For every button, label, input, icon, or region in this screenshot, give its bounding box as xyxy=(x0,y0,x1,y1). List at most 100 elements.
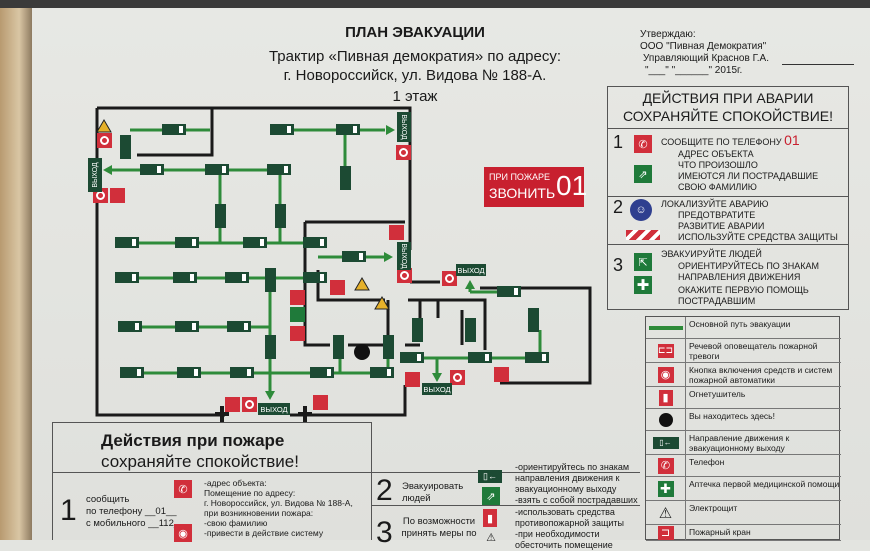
exit-direction-sign-door xyxy=(157,166,161,173)
legend-label: Кнопка включения средств и систем пожарн… xyxy=(689,365,833,385)
divider xyxy=(52,472,640,473)
exit-direction-sign-vertical xyxy=(275,204,286,228)
wall xyxy=(408,298,487,350)
exit-label-center: ВЫХОД xyxy=(456,264,486,276)
exit-label-top-right: ВЫХОД xyxy=(397,112,411,142)
wall xyxy=(290,385,407,417)
exit-direction-sign xyxy=(342,251,366,262)
extinguisher-icon xyxy=(389,225,404,240)
exit-direction-sign-door xyxy=(320,239,324,246)
plan-subtitle-venue: Трактир «Пивная демократия» по адресу: xyxy=(268,48,561,65)
fire-actions-title: Действия при пожаре xyxy=(101,431,285,450)
extinguisher-icon: ▮ xyxy=(646,387,686,408)
exit-direction-sign-door xyxy=(417,354,421,361)
legend-label: Вы находитесь здесь! xyxy=(689,411,775,421)
exit-direction-sign-vertical xyxy=(265,335,276,359)
you-are-here-marker xyxy=(354,344,370,360)
you-are-here-icon xyxy=(646,409,686,430)
exit-direction-sign xyxy=(227,321,251,332)
fire-button-icon-ring xyxy=(400,271,409,280)
exit-direction-sign-vertical xyxy=(265,268,276,292)
fire-button-icon xyxy=(242,397,257,412)
emergency-exit-icon: ⇱ xyxy=(634,253,652,271)
exit-direction-sign xyxy=(162,124,186,135)
approval-label: Утверждаю: xyxy=(640,29,696,40)
fire-step3-detail: -при необходимости xyxy=(515,529,600,539)
fire-button-icon-ring xyxy=(445,274,454,283)
exit-direction-sign-door xyxy=(132,274,136,281)
svg-text:ВЫХОД: ВЫХОД xyxy=(400,243,407,269)
wall xyxy=(97,106,412,250)
step2-item: ПРЕДОТВРАТИТЕ РАЗВИТИЕ АВАРИИ xyxy=(678,210,765,231)
respirator-icon: ☺ xyxy=(630,199,652,221)
exit-direction-sign-vertical xyxy=(333,335,344,359)
exit-direction-sign-door xyxy=(542,354,546,361)
exit-direction-sign-door xyxy=(353,126,357,133)
fire-step3-detail: обесточить помещение xyxy=(515,540,613,550)
approval-company: ООО "Пивная Демократия" xyxy=(640,41,767,52)
fire-step1-detail: при возникновении пожара: xyxy=(204,508,314,518)
legend-row-fire-alarm-speaker: ⊏⊐Речевой оповещатель пожарной тревоги xyxy=(646,339,841,363)
exit-direction-sign-door xyxy=(485,354,489,361)
door-marker xyxy=(215,406,229,422)
emergency-phone: 01 xyxy=(784,132,800,148)
exit-direction-sign-door xyxy=(387,369,391,376)
exit-direction-icon: ▯← xyxy=(646,431,686,454)
fire-button-icon xyxy=(442,271,457,286)
electrical-panel-icon: ⚠ xyxy=(486,531,496,544)
exit-direction-sign-door xyxy=(179,126,183,133)
fire-actions-subtitle: сохраняйте спокойствие! xyxy=(101,452,299,471)
exit-direction-sign xyxy=(175,321,199,332)
svg-text:ВЫХОД: ВЫХОД xyxy=(423,385,450,394)
path-arrow xyxy=(265,391,275,400)
phone-icon: ✆ xyxy=(174,480,192,498)
path-arrow xyxy=(432,373,442,382)
fire-call-sign: ПРИ ПОЖАРЕ ЗВОНИТЬ 01 xyxy=(484,167,587,207)
exit-direction-sign xyxy=(118,321,142,332)
path-arrow xyxy=(465,280,475,289)
exit-direction-sign-door xyxy=(190,274,194,281)
electrical-panel-icon: ⚠ xyxy=(646,501,686,524)
exit-direction-sign xyxy=(115,272,139,283)
fire-sign-line1: ПРИ ПОЖАРЕ xyxy=(489,172,551,182)
extinguisher-icon: ▮ xyxy=(483,509,497,527)
fire-step1-detail: -привести в действие систему xyxy=(204,528,324,538)
exit-direction-sign xyxy=(400,352,424,363)
fire-step-number: 2 xyxy=(376,474,393,507)
fire-alarm-icon xyxy=(290,290,305,305)
wall xyxy=(95,108,225,417)
phone-icon: ✆ xyxy=(646,455,686,476)
step2-head: ЛОКАЛИЗУЙТЕ АВАРИЮ xyxy=(661,199,769,209)
path-arrow xyxy=(103,165,112,175)
door-marker xyxy=(298,406,312,422)
exit-direction-sign-vertical xyxy=(120,135,131,159)
exit-direction-sign-door xyxy=(247,369,251,376)
step1-head: СООБЩИТЕ ПО ТЕЛЕФОНУ xyxy=(661,137,782,147)
exit-direction-sign xyxy=(497,286,521,297)
fire-step1-detail: -адрес объекта: xyxy=(204,478,267,488)
exit-direction-icon: ▯← xyxy=(478,470,502,483)
legend-label: Аптечка первой медицинской помощи xyxy=(689,479,840,489)
wall xyxy=(303,222,330,347)
step1-item: ИМЕЮТСЯ ЛИ ПОСТРАДАВШИЕ xyxy=(678,171,819,181)
legend-row-electrical-panel: ⚠Электрощит xyxy=(646,501,841,525)
first-aid-icon: ✚ xyxy=(634,276,652,294)
exit-direction-sign-vertical xyxy=(215,204,226,228)
approval-date: "___" "______" 2015г. xyxy=(645,65,743,76)
exit-direction-sign xyxy=(230,367,254,378)
exit-direction-sign xyxy=(205,164,229,175)
legend-label: Пожарный кран xyxy=(689,527,751,537)
exit-label-bottom-right: ВЫХОД xyxy=(422,383,452,395)
legend-label: Основной путь эвакуации xyxy=(689,319,791,329)
fire-step2-label: Эвакуировать людей xyxy=(402,481,464,504)
exit-direction-sign xyxy=(267,164,291,175)
exit-label-left: ВЫХОД xyxy=(88,158,102,192)
fire-step2-detail: -взять с собой пострадавших xyxy=(515,495,638,505)
extinguisher-icon xyxy=(313,395,328,410)
legend-label: Телефон xyxy=(689,457,725,467)
legend-label: Направление движения к эвакуационному вы… xyxy=(689,433,790,453)
svg-text:ВЫХОД: ВЫХОД xyxy=(400,114,407,140)
step3-head: ЭВАКУИРУЙТЕ ЛЮДЕЙ xyxy=(661,249,762,259)
fire-step2-detail: направления движения к xyxy=(515,473,620,483)
